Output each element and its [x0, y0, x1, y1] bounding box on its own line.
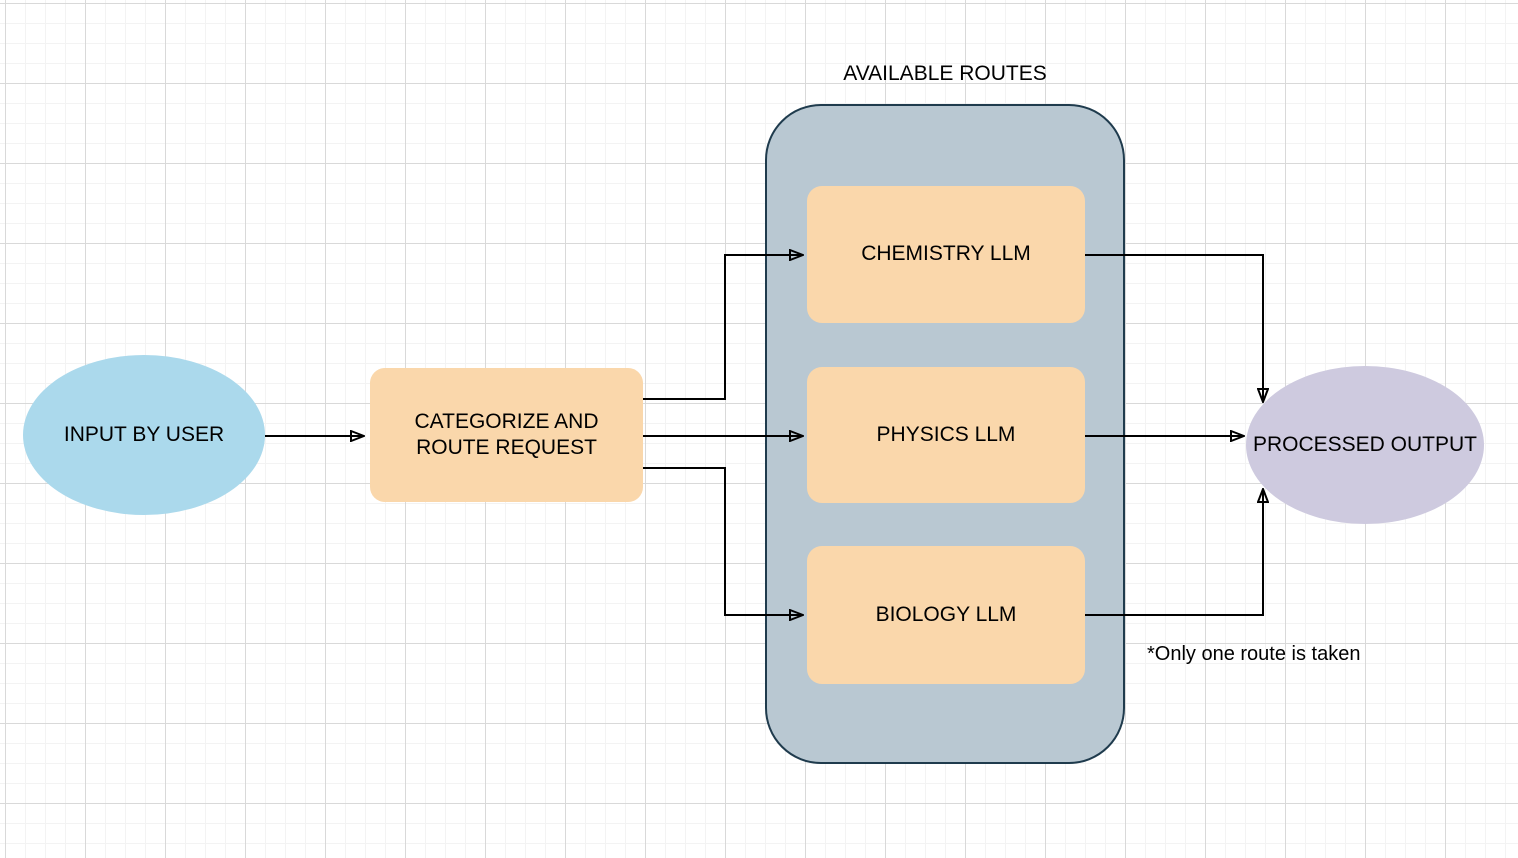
node-biology-llm-label: BIOLOGY LLM [875, 602, 1017, 626]
node-chemistry-llm-label: CHEMISTRY LLM [861, 242, 1031, 266]
node-physics-llm-label: PHYSICS LLM [876, 422, 1016, 446]
node-input-by-user[interactable]: INPUT BY USER [23, 355, 265, 515]
node-processed-output-label: PROCESSED OUTPUT [1252, 432, 1478, 456]
node-input-by-user-label: INPUT BY USER [63, 422, 225, 446]
only-one-route-note[interactable]: *Only one route is taken [1147, 643, 1361, 665]
available-routes-label[interactable]: AVAILABLE ROUTES [843, 62, 1047, 85]
node-processed-output[interactable]: PROCESSED OUTPUT [1246, 366, 1484, 524]
node-biology-llm[interactable]: BIOLOGY LLM [807, 546, 1085, 684]
node-chemistry-llm[interactable]: CHEMISTRY LLM [807, 186, 1085, 323]
node-physics-llm[interactable]: PHYSICS LLM [807, 367, 1085, 503]
node-categorize-and-route-request-label: CATEGORIZE AND ROUTE REQUEST [414, 409, 599, 459]
node-categorize-and-route-request[interactable]: CATEGORIZE AND ROUTE REQUEST [370, 368, 643, 502]
